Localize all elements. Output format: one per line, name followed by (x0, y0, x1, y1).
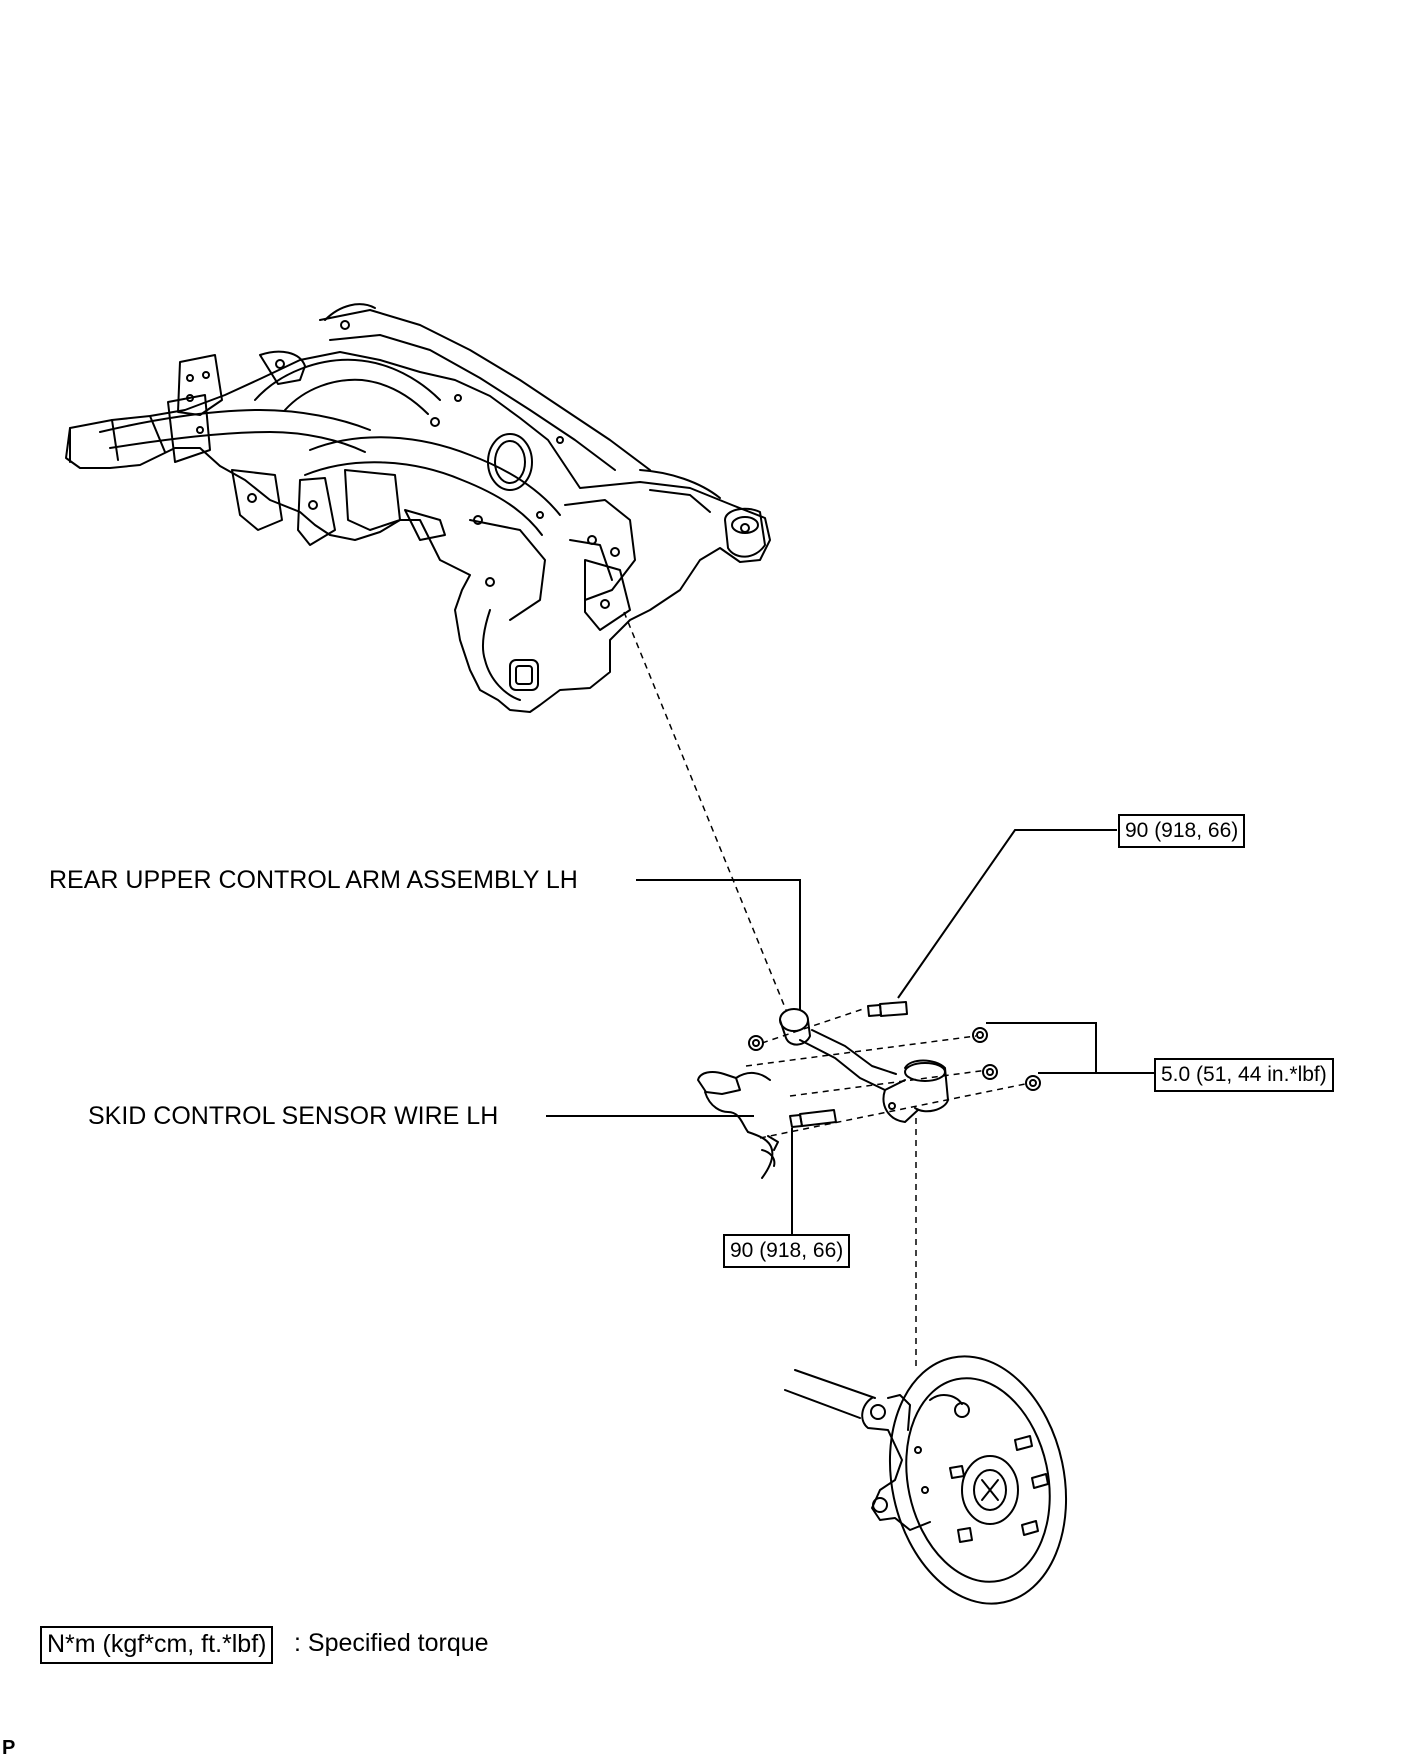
torque-bottom-bolt: 90 (918, 66) (723, 1234, 851, 1269)
torque-top-bolt: 90 (918, 66) (1118, 814, 1246, 849)
corner-mark: P (2, 1737, 16, 1759)
leader-lines (546, 829, 1154, 1234)
rear-axle-hub-carrier (784, 1355, 1068, 1605)
upper-control-arm-label: REAR UPPER CONTROL ARM ASSEMBLY LH (49, 866, 578, 894)
rear-suspension-member (65, 303, 771, 713)
skid-control-sensor-wire (697, 1071, 779, 1179)
assembly-dashed-lines (623, 611, 1031, 1370)
torque-nuts: 5.0 (51, 44 in.*lbf) (1154, 1058, 1334, 1093)
legend-description: : Specified torque (294, 1629, 489, 1657)
rear-upper-control-arm (779, 1008, 949, 1123)
sensor-wire-label: SKID CONTROL SENSOR WIRE LH (88, 1102, 499, 1130)
legend-unit-box: N*m (kgf*cm, ft.*lbf) (40, 1626, 274, 1664)
